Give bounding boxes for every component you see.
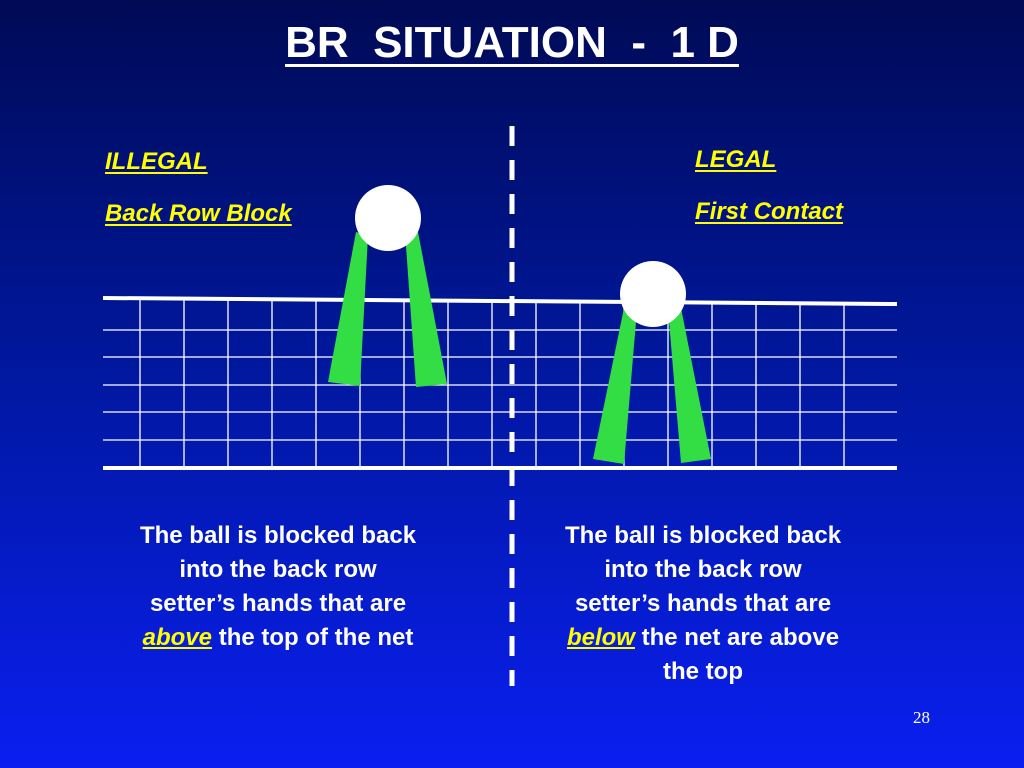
net-top-band bbox=[102, 296, 898, 306]
slide-title: BR SITUATION - 1 D bbox=[0, 18, 1024, 68]
left-caption-text-end: the top of the net bbox=[212, 624, 414, 651]
net-mesh bbox=[103, 299, 897, 468]
left-verdict-label: ILLEGAL bbox=[105, 148, 208, 175]
right-verdict-label: LEGAL bbox=[695, 146, 777, 173]
page-number: 28 bbox=[913, 708, 930, 727]
ball-icon bbox=[620, 261, 686, 327]
right-caption-emphasis: below bbox=[566, 624, 635, 651]
right-caption-text-end: the net are above the top bbox=[634, 624, 840, 685]
right-caption-text: The ball is blocked back into the back r… bbox=[564, 522, 842, 617]
ball-icon bbox=[355, 185, 421, 251]
left-situation-label: Back Row Block bbox=[105, 200, 292, 227]
left-caption-emphasis: above bbox=[142, 624, 213, 651]
left-arm-icon bbox=[328, 232, 368, 386]
slide-title-text: BR SITUATION - 1 D bbox=[285, 18, 739, 67]
right-situation-label: First Contact bbox=[695, 198, 844, 225]
left-caption-text: The ball is blocked back into the back r… bbox=[139, 522, 417, 617]
left-arm-icon bbox=[405, 232, 447, 387]
right-arm-icon bbox=[593, 308, 637, 464]
right-arm-icon bbox=[668, 308, 711, 463]
left-caption: The ball is blocked back into the back r… bbox=[138, 519, 418, 655]
volleyball-net bbox=[102, 296, 898, 470]
illegal-setter bbox=[328, 185, 447, 387]
legal-setter bbox=[593, 261, 711, 464]
right-caption: The ball is blocked back into the back r… bbox=[563, 519, 843, 689]
